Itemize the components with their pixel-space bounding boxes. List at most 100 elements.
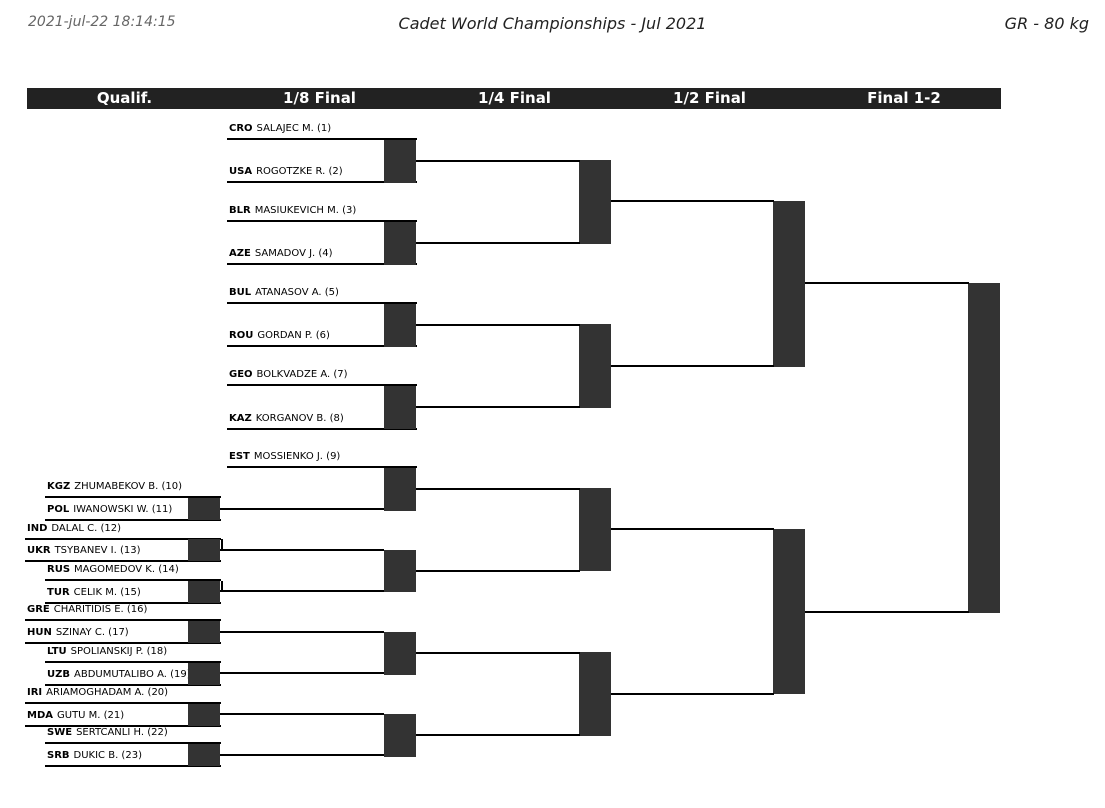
- athlete-country: ROU: [229, 330, 254, 341]
- athlete-country: RUS: [47, 564, 71, 575]
- bracket-line: [611, 365, 774, 367]
- athlete-name: ABDUMUTALIBO A. (19): [74, 669, 191, 680]
- bracket-line: [416, 160, 580, 162]
- print-timestamp: 2021-jul-22 18:14:15: [28, 14, 176, 30]
- athlete-name: SALAJEC M. (1): [256, 123, 332, 134]
- round-eighth-final: 1/8 Final: [283, 89, 356, 107]
- round-header-bar: Qualif. 1/8 Final 1/4 Final 1/2 Final Fi…: [27, 88, 1001, 109]
- bout-box: [579, 488, 611, 571]
- athlete-country: SWE: [47, 727, 73, 738]
- bracket-line: [416, 406, 580, 408]
- athlete-country: GRE: [27, 604, 50, 615]
- weight-category: GR - 80 kg: [1004, 14, 1089, 33]
- athlete-country: KGZ: [47, 481, 71, 492]
- bout-box: [579, 324, 611, 408]
- round-semi-final: 1/2 Final: [673, 89, 746, 107]
- athlete-name: DALAL C. (12): [51, 523, 122, 534]
- bout-box: [188, 704, 220, 726]
- athlete-name: ARIAMOGHADAM A. (20): [46, 687, 169, 698]
- athlete-name: BOLKVADZE A. (7): [256, 369, 348, 380]
- athlete-country: BLR: [229, 205, 251, 216]
- bout-box: [773, 529, 805, 694]
- athlete-name: DUKIC B. (23): [73, 750, 142, 761]
- athlete-country: GEO: [229, 369, 253, 380]
- athlete-name: SAMADOV J. (4): [254, 248, 333, 259]
- bout-box: [384, 140, 416, 183]
- athlete-name: GUTU M. (21): [57, 710, 125, 721]
- bracket-line: [416, 242, 580, 244]
- athlete-name: CHARITIDIS E. (16): [53, 604, 148, 615]
- bout-box: [384, 468, 416, 511]
- bracket-line: [220, 508, 384, 510]
- bracket-line: [416, 570, 580, 572]
- bout-box: [384, 550, 416, 592]
- athlete-country: EST: [229, 451, 250, 462]
- athlete-name: MASIUKEVICH M. (3): [254, 205, 357, 216]
- event-title: Cadet World Championships - Jul 2021: [398, 14, 707, 33]
- athlete-country: POL: [47, 504, 70, 515]
- bracket-line: [611, 200, 774, 202]
- athlete-country: CRO: [229, 123, 253, 134]
- bout-box: [188, 581, 220, 603]
- bout-box: [579, 652, 611, 736]
- round-final: Final 1-2: [867, 89, 941, 107]
- athlete-name: ZHUMABEKOV B. (10): [74, 481, 183, 492]
- bracket-line: [805, 282, 969, 284]
- athlete-country: LTU: [47, 646, 67, 657]
- athlete-entry: UZB ABDUMUTALIBO A. (19): [45, 665, 221, 686]
- round-quarter-final: 1/4 Final: [478, 89, 551, 107]
- athlete-country: UZB: [47, 669, 70, 680]
- bout-box: [384, 632, 416, 675]
- bout-box: [188, 621, 220, 643]
- bout-box: [773, 201, 805, 367]
- bracket-line: [611, 693, 774, 695]
- bracket-line: [220, 672, 384, 674]
- athlete-name: IWANOWSKI W. (11): [73, 504, 173, 515]
- athlete-name: TSYBANEV I. (13): [54, 545, 141, 556]
- bracket-line: [221, 539, 223, 551]
- bracket-line: [220, 631, 384, 633]
- bout-box: [579, 160, 611, 244]
- bracket-line: [805, 611, 969, 613]
- bout-box: [968, 283, 1000, 613]
- athlete-name: SPOLIANSKIJ P. (18): [70, 646, 168, 657]
- athlete-name: KORGANOV B. (8): [255, 413, 344, 424]
- athlete-country: HUN: [27, 627, 52, 638]
- athlete-name: SZINAY C. (17): [55, 627, 129, 638]
- bracket-line: [416, 734, 580, 736]
- bracket-line: [220, 754, 384, 756]
- athlete-country: IND: [27, 523, 48, 534]
- bout-box: [188, 744, 220, 766]
- bout-box: [384, 714, 416, 757]
- athlete-name: ATANASOV A. (5): [255, 287, 339, 298]
- athlete-country: USA: [229, 166, 253, 177]
- athlete-country: MDA: [27, 710, 53, 721]
- bracket-line: [220, 549, 384, 551]
- bout-box: [384, 386, 416, 429]
- bout-box: [384, 304, 416, 347]
- athlete-name: ROGOTZKE R. (2): [256, 166, 343, 177]
- bout-box: [188, 498, 220, 520]
- athlete-country: BUL: [229, 287, 252, 298]
- athlete-country: KAZ: [229, 413, 252, 424]
- bracket-line: [416, 324, 580, 326]
- bout-box: [188, 539, 220, 561]
- bracket-line: [221, 581, 223, 592]
- bracket-line: [416, 488, 580, 490]
